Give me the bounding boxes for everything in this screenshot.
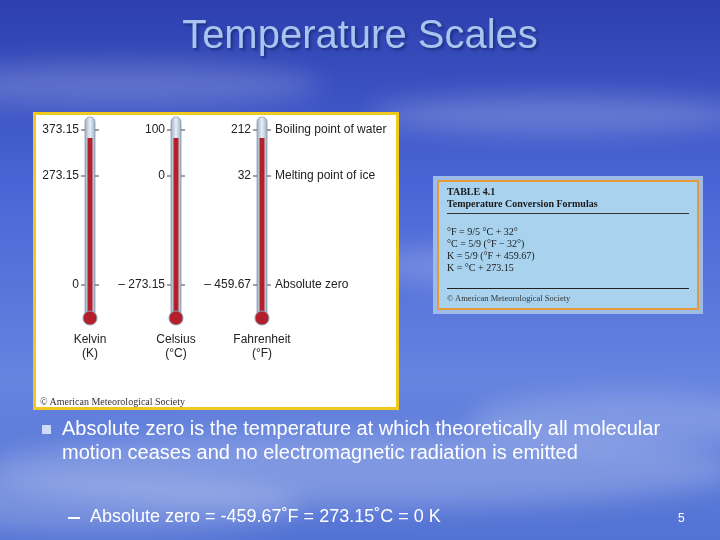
figure-panel: 373.15 100 212 Boiling point of water 273.15…: [33, 112, 399, 410]
table-number: TABLE 4.1: [447, 186, 689, 198]
scale-name: Celsius (°C): [151, 333, 201, 361]
table-heading: Temperature Conversion Formulas: [447, 198, 689, 214]
celsius-value: 100: [145, 123, 165, 137]
sub-bullet-text: Absolute zero = -459.67˚F = 273.15˚C = 0…: [90, 506, 441, 528]
page-number: 5: [678, 511, 685, 525]
point-label: Melting point of ice: [275, 169, 375, 183]
kelvin-value: 373.15: [42, 123, 79, 137]
bullet-marker: [42, 425, 51, 434]
formula: K = 5/9 (°F + 459.67): [447, 250, 689, 262]
formula: K = °C + 273.15: [447, 262, 689, 289]
fahrenheit-thermometer: [253, 117, 271, 325]
kelvin-value: 273.15: [42, 169, 79, 183]
point-label: Absolute zero: [275, 278, 348, 292]
kelvin-value: 0: [72, 278, 79, 292]
fahrenheit-value: 212: [231, 123, 251, 137]
celsius-value: 0: [158, 169, 165, 183]
formula: °F = 9/5 °C + 32°: [447, 226, 689, 238]
formula: °C = 5/9 (°F − 32°): [447, 238, 689, 250]
celsius-thermometer: [167, 117, 185, 325]
fahrenheit-value: – 459.67: [204, 278, 251, 292]
scale-name: Fahrenheit (°F): [230, 333, 294, 361]
point-label: Boiling point of water: [275, 123, 386, 137]
figure-ground: [36, 115, 396, 407]
sub-bullet-dash: [68, 517, 80, 519]
slide-title: Temperature Scales: [0, 12, 720, 57]
copyright-note: © American Meteorological Society: [447, 293, 689, 303]
copyright-note: © American Meteorological Society: [40, 396, 185, 408]
celsius-value: – 273.15: [118, 278, 165, 292]
clouds: [0, 63, 720, 533]
fahrenheit-value: 32: [238, 169, 251, 183]
kelvin-thermometer: [81, 117, 99, 325]
bullet-text: Absolute zero is the temperature at whic…: [62, 416, 702, 465]
scale-name: Kelvin (K): [66, 333, 114, 361]
table-panel: TABLE 4.1Temperature Conversion Formulas…: [437, 180, 699, 310]
